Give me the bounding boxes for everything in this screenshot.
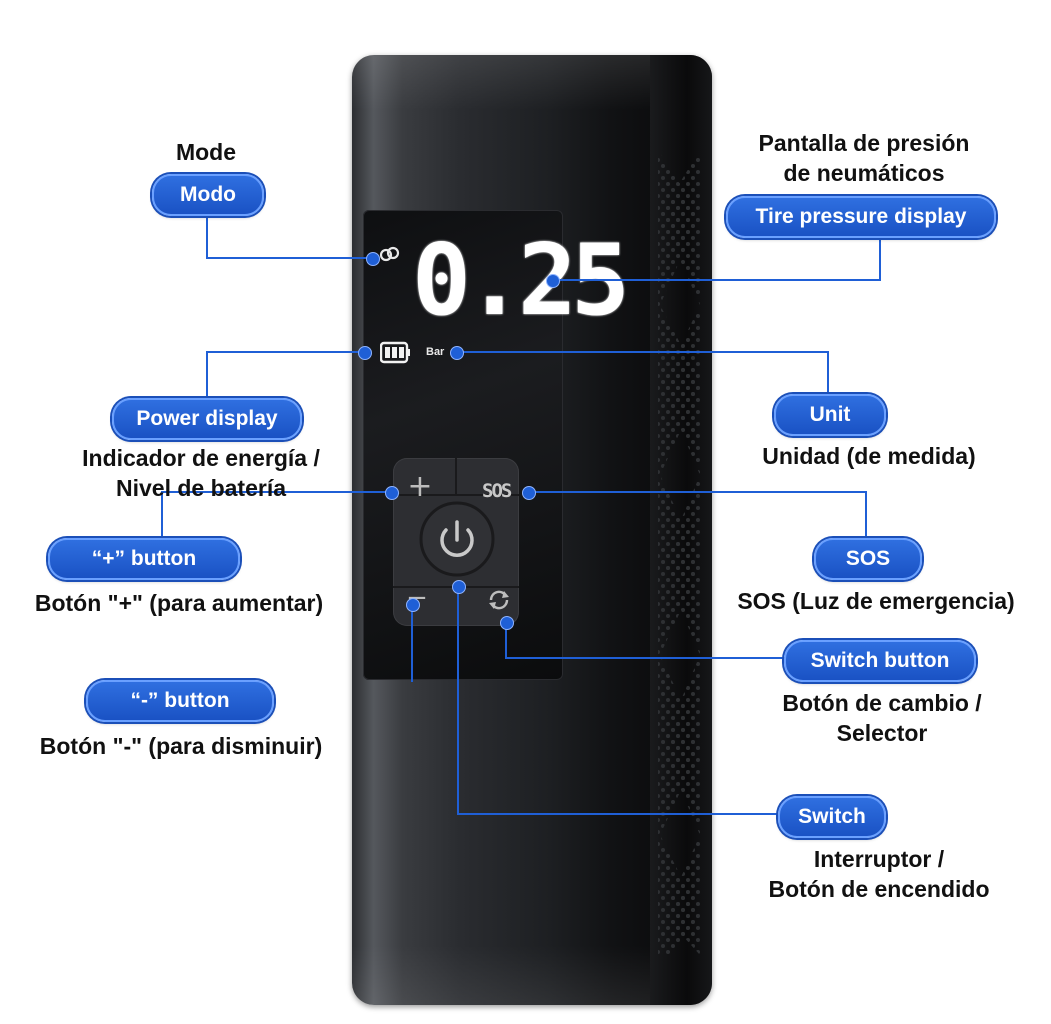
unit-pill: Unit bbox=[774, 394, 886, 436]
tire-pressure-title-line2: de neumáticos bbox=[783, 160, 945, 186]
power-display-pill: Power display bbox=[112, 398, 302, 440]
mode-pill: Modo bbox=[152, 174, 264, 216]
power-display-caption-line2: Nivel de batería bbox=[115, 475, 287, 501]
power-display-caption-line1: Indicador de energía / bbox=[82, 445, 320, 471]
switch-button-dot bbox=[500, 616, 514, 630]
minus-dot bbox=[406, 598, 420, 612]
power-button[interactable] bbox=[418, 500, 496, 578]
sos-key[interactable]: SOS bbox=[482, 480, 512, 502]
battery-icon bbox=[380, 341, 410, 364]
switch-button-pill: Switch button bbox=[784, 640, 976, 682]
battery-dot bbox=[358, 346, 372, 360]
plus-button-pill: “+” button bbox=[48, 538, 240, 580]
unit-caption: Unidad (de medida) bbox=[762, 443, 976, 469]
plus-button-caption: Botón "+" (para aumentar) bbox=[34, 590, 324, 616]
switch-caption-line1: Interruptor / bbox=[813, 846, 945, 872]
power-icon bbox=[440, 528, 474, 557]
switch-button-caption-line2: Selector bbox=[836, 720, 928, 746]
mode-dot bbox=[366, 252, 380, 266]
power-dot bbox=[452, 580, 466, 594]
unit-label: Bar bbox=[426, 346, 445, 358]
switch-caption-line2: Botón de encendido bbox=[768, 876, 990, 902]
minus-button-pill: “-” button bbox=[86, 680, 274, 722]
mode-title: Mode bbox=[175, 139, 237, 165]
pressure-dot bbox=[546, 274, 560, 288]
tire-pressure-title-line1: Pantalla de presión bbox=[758, 130, 970, 156]
mode-icon bbox=[379, 246, 400, 262]
plus-key[interactable]: + bbox=[407, 469, 433, 504]
switch-button-caption-line1: Botón de cambio / bbox=[782, 690, 982, 716]
sos-pill: SOS bbox=[814, 538, 922, 580]
switch-key[interactable] bbox=[484, 585, 514, 615]
sos-dot bbox=[522, 486, 536, 500]
unit-dot bbox=[450, 346, 464, 360]
tire-pressure-pill: Tire pressure display bbox=[726, 196, 996, 238]
sos-caption: SOS (Luz de emergencia) bbox=[737, 588, 1015, 614]
minus-button-caption: Botón "-" (para disminuir) bbox=[39, 733, 323, 759]
plus-dot bbox=[385, 486, 399, 500]
switch-pill: Switch bbox=[778, 796, 886, 838]
